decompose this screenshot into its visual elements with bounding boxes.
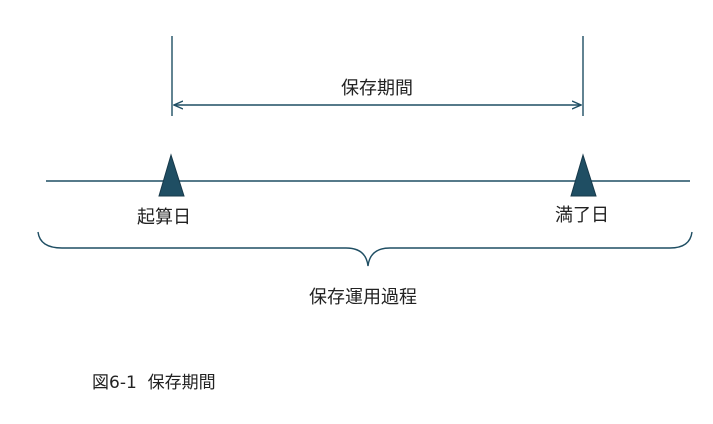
start-label: 起算日 — [137, 207, 191, 228]
end-label: 満了日 — [555, 205, 609, 226]
end-marker — [570, 153, 597, 197]
start-marker — [158, 153, 185, 197]
process-brace — [37, 231, 693, 267]
figure-caption: 図6-1 保存期間 — [92, 373, 216, 393]
process-label: 保存運用過程 — [309, 287, 417, 308]
period-label: 保存期間 — [341, 78, 413, 99]
